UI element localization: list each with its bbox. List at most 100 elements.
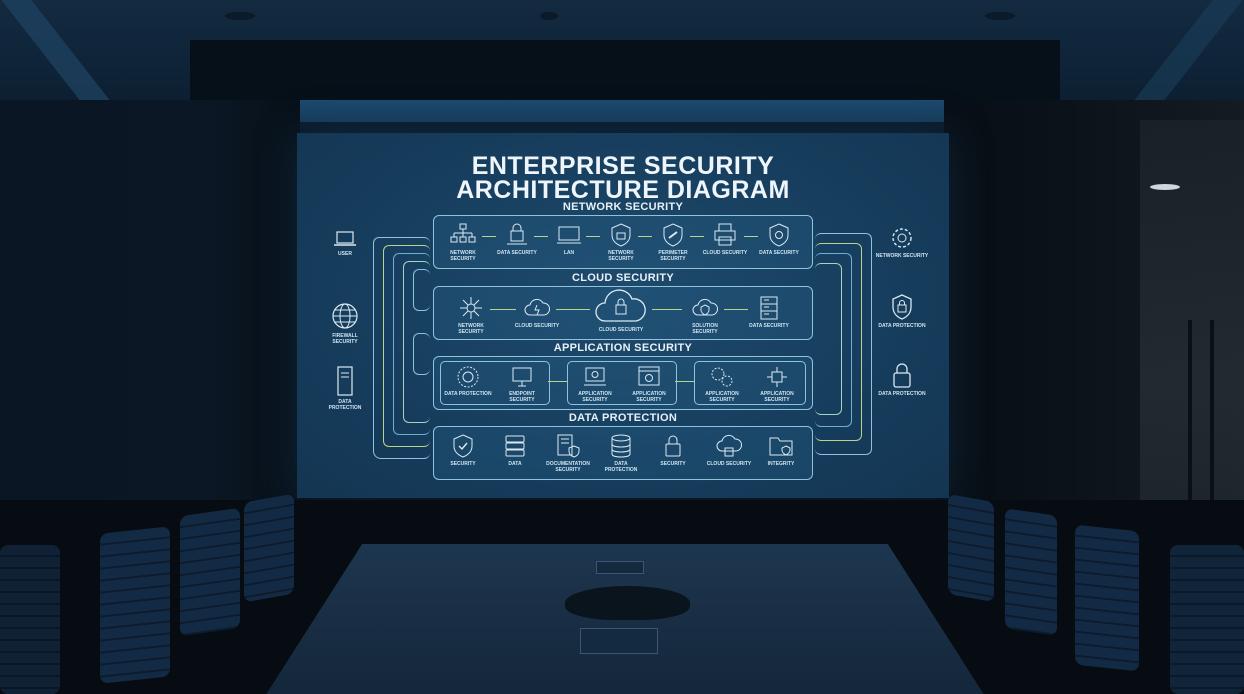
cloud-shield-icon [692, 298, 718, 316]
node: DATA [492, 433, 538, 467]
connector-line [815, 233, 872, 455]
chair [1075, 524, 1139, 672]
printer-icon [714, 223, 736, 246]
conference-speakerphone [565, 586, 690, 620]
chair [948, 493, 994, 603]
chip-icon [767, 367, 787, 387]
node: INTEGRITY [758, 433, 804, 467]
database-icon [611, 434, 631, 458]
connector-line [393, 253, 430, 435]
node: CLOUD SECURITY [514, 295, 560, 329]
node: SECURITY [650, 433, 696, 467]
ceiling-sensor [540, 12, 558, 20]
chair [1170, 545, 1244, 694]
server-icon [505, 435, 525, 457]
projection-screen: ENTERPRISE SECURITY ARCHITECTURE DIAGRAM… [297, 133, 949, 498]
arrow-connector [490, 309, 516, 310]
server-tower-icon [337, 366, 353, 396]
monitor-icon [512, 367, 532, 387]
chair [0, 545, 60, 694]
shield-lock-icon [892, 294, 912, 320]
laptop-gear-icon [584, 367, 606, 386]
shield-eye-icon [769, 223, 789, 247]
chair [244, 493, 294, 603]
node: DATA SECURITY [756, 222, 802, 256]
node: CLOUD SECURITY [704, 433, 754, 467]
sink-network-security: NETWORK SECURITY [875, 225, 929, 259]
sink-data-protection: DATA PROTECTION [877, 293, 927, 329]
node: NETWORK SECURITY [598, 222, 644, 262]
node: ENDPOINT SECURITY [497, 365, 547, 403]
node: SECURITY [440, 433, 486, 467]
arrow-connector [548, 381, 567, 382]
cloud-padlock-icon [716, 434, 742, 457]
ceiling-light [225, 12, 255, 20]
chair [100, 526, 170, 684]
arrow-connector [744, 236, 758, 237]
gear-shield-icon [892, 228, 912, 248]
network-hierarchy-icon [450, 223, 476, 243]
laptop-icon [334, 231, 356, 246]
node: APPLICATION SECURITY [624, 365, 674, 403]
node: DATA SECURITY [746, 295, 792, 329]
diagram-title-line1: ENTERPRISE SECURITY [471, 152, 775, 180]
layer-application-security: DATA PROTECTION ENDPOINT SECURITY APPLIC… [433, 356, 813, 410]
padlock-icon [665, 435, 681, 457]
gears-icon [711, 367, 733, 387]
table-cable-port [596, 561, 644, 574]
connector-line [383, 245, 430, 447]
arrow-connector [675, 381, 694, 382]
node: APPLICATION SECURITY [751, 365, 803, 403]
node: LAN [546, 222, 592, 256]
cloud-bolt-icon [524, 298, 550, 316]
node: DATA SECURITY [494, 222, 540, 256]
door-handle [1210, 320, 1214, 520]
arrow-connector [652, 309, 682, 310]
reflected-light [1150, 184, 1180, 190]
layer-cloud-security: NETWORK SECURITY CLOUD SECURITY CLOUD SE… [433, 286, 813, 340]
node: APPLICATION SECURITY [697, 365, 747, 403]
node: CLOUD SECURITY [702, 222, 748, 256]
ceiling-light [985, 12, 1015, 20]
source-user: USER [325, 229, 365, 257]
globe-icon [332, 303, 358, 329]
arrow-connector [638, 236, 652, 237]
source-data-protection: DATA PROTECTION [323, 365, 367, 411]
layer-network-security: NETWORK SECURITY DATA SECURITY LAN NETWO… [433, 215, 813, 269]
ceiling-soffit [190, 40, 1060, 100]
hub-icon [460, 297, 482, 319]
connector-line [815, 263, 842, 415]
node: SOLUTION SECURITY [680, 295, 730, 335]
shield-key-icon [663, 223, 683, 247]
table-cable-port [580, 628, 658, 654]
arrow-connector [724, 309, 748, 310]
connector-line [815, 243, 862, 441]
arrow-connector [690, 236, 704, 237]
document-shield-icon [557, 434, 580, 458]
node: DATA PROTECTION [598, 433, 644, 473]
server-rack-icon [760, 296, 778, 320]
connector-line [403, 261, 430, 423]
layer-label-cloud-security: CLOUD SECURITY [572, 272, 674, 284]
shield-check-icon [453, 434, 473, 458]
app-group-2: APPLICATION SECURITY APPLICATION SECURIT… [567, 361, 677, 405]
folder-shield-icon [769, 437, 793, 456]
connector-line [815, 253, 852, 427]
layer-data-protection: SECURITY DATA DOCUMENTATION SECURITY DAT… [433, 426, 813, 480]
arrow-connector [586, 236, 600, 237]
node: DOCUMENTATION SECURITY [542, 433, 594, 473]
browser-gear-icon [638, 366, 660, 386]
id-badge-icon [457, 366, 479, 388]
node: APPLICATION SECURITY [570, 365, 620, 403]
glass-door [1140, 120, 1244, 560]
node: PERIMETER SECURITY [650, 222, 696, 262]
chair [1005, 508, 1057, 636]
arrow-connector [556, 309, 590, 310]
node: DATA PROTECTION [443, 365, 493, 397]
node: NETWORK SECURITY [440, 222, 486, 262]
arrow-connector [534, 236, 548, 237]
layer-label-application-security: APPLICATION SECURITY [553, 342, 693, 354]
layer-label-data-protection: DATA PROTECTION [568, 412, 678, 424]
source-firewall: FIREWALL SECURITY [323, 301, 367, 345]
